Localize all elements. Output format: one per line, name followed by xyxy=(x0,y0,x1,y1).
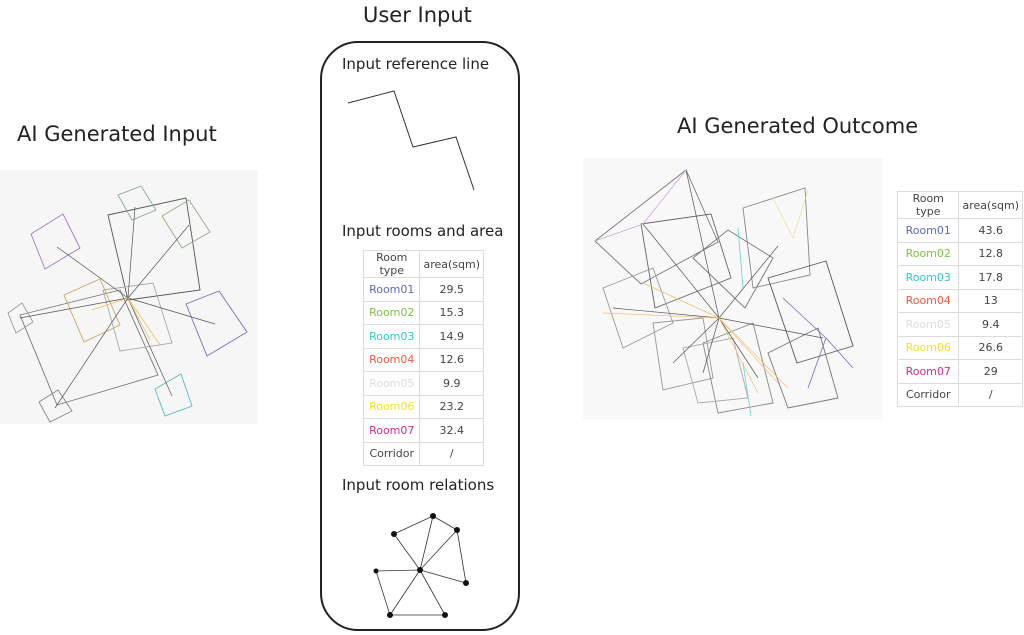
room-name-cell: Room05 xyxy=(362,371,421,396)
room-name-cell: Room04 xyxy=(896,288,960,313)
room-area-cell: 12.8 xyxy=(958,241,1023,266)
room-area-cell: 17.8 xyxy=(958,265,1023,290)
room-area-cell: 26.6 xyxy=(958,335,1023,360)
area-header: area(sqm) xyxy=(958,191,1023,219)
room-name-cell: Room04 xyxy=(362,347,421,372)
room-name-cell: Room02 xyxy=(362,300,421,325)
room-area-cell: 29 xyxy=(958,359,1023,384)
room-area-cell: 12.6 xyxy=(419,347,484,372)
ai-input-title: AI Generated Input xyxy=(17,122,217,146)
user-input-panel xyxy=(320,41,520,631)
room-name-cell: Room06 xyxy=(896,335,960,360)
room-area-cell: 43.6 xyxy=(958,218,1023,243)
room-name-cell: Room01 xyxy=(896,218,960,243)
table-row: Corridor/ xyxy=(896,382,1023,407)
room-name-cell: Room06 xyxy=(362,394,421,419)
room-name-cell: Room01 xyxy=(362,277,421,302)
room-name-cell: Room07 xyxy=(896,359,960,384)
room-area-cell: 15.3 xyxy=(419,300,484,325)
room-name-cell: Room05 xyxy=(896,312,960,337)
ai-outcome-title: AI Generated Outcome xyxy=(677,114,919,138)
room-name-cell: Corridor xyxy=(362,441,421,466)
room-type-header: Room type xyxy=(896,191,960,219)
room-area-cell: / xyxy=(958,382,1023,407)
room-name-cell: Room03 xyxy=(896,265,960,290)
room-name-cell: Room02 xyxy=(896,241,960,266)
room-relations-label: Input room relations xyxy=(342,476,495,494)
room-name-cell: Room07 xyxy=(362,418,421,443)
room-relations-graph xyxy=(373,513,469,618)
room-area-cell: 9.9 xyxy=(419,371,484,396)
user-input-title: User Input xyxy=(363,3,472,27)
room-name-cell: Corridor xyxy=(896,382,960,407)
room-area-cell: 32.4 xyxy=(419,418,484,443)
reference-line-label: Input reference line xyxy=(342,55,490,73)
room-area-cell: 9.4 xyxy=(958,312,1023,337)
table-header-row: Room type area(sqm) xyxy=(362,250,484,278)
reference-line-sketch xyxy=(347,90,475,191)
area-header: area(sqm) xyxy=(419,250,484,278)
room-name-cell: Room03 xyxy=(362,324,421,349)
table-row: Corridor/ xyxy=(362,441,484,466)
ai-generated-outcome-diagram xyxy=(583,158,883,420)
room-area-cell: 14.9 xyxy=(419,324,484,349)
room-area-cell: 13 xyxy=(958,288,1023,313)
table-header-row: Room type area(sqm) xyxy=(896,191,1023,219)
rooms-area-label: Input rooms and area xyxy=(342,222,504,240)
room-type-header: Room type xyxy=(362,250,421,278)
ai-generated-input-diagram xyxy=(0,170,258,424)
room-area-cell: 29.5 xyxy=(419,277,484,302)
room-area-cell: 23.2 xyxy=(419,394,484,419)
room-area-cell: / xyxy=(419,441,484,466)
